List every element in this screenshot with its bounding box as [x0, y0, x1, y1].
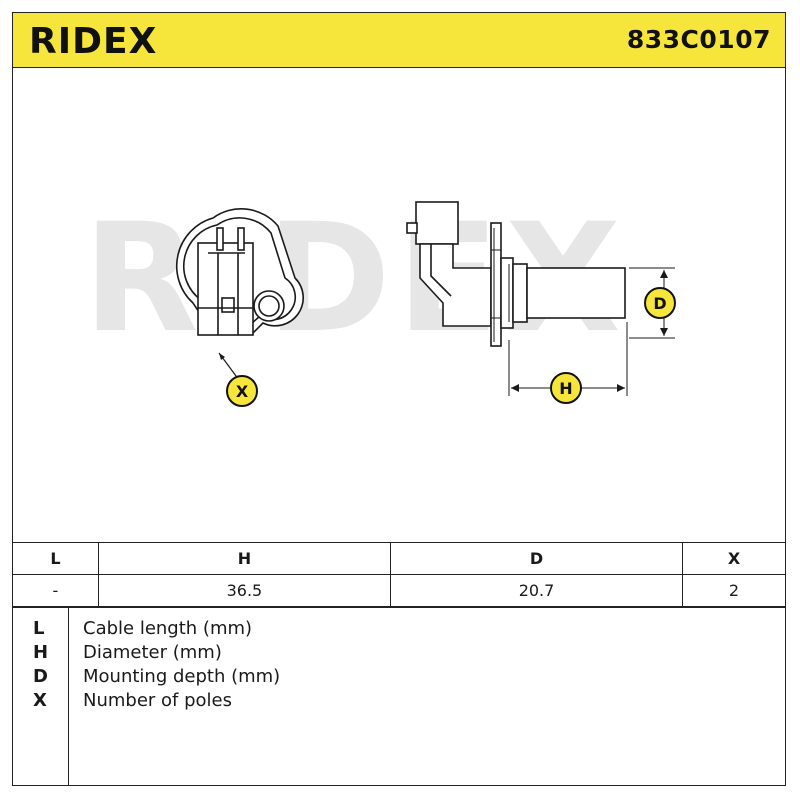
legend-divider — [68, 608, 69, 786]
legend-key: X — [33, 690, 47, 711]
dim-value-x: 2 — [682, 574, 785, 607]
part-number: 833C0107 — [626, 25, 771, 54]
header-bar: RIDEX 833C0107 — [13, 13, 785, 68]
dim-header-x: X — [682, 542, 785, 575]
brand-logo: RIDEX — [29, 21, 204, 63]
callout-d-label: D — [653, 294, 666, 313]
brand-logo-text: RIDEX — [29, 22, 157, 58]
dimensions-table: L H D X - 36.5 20.7 2 — [13, 542, 785, 607]
callout-x-label: X — [236, 382, 249, 401]
dim-value-l: - — [13, 574, 99, 607]
x-leader-arrow — [219, 353, 225, 360]
sensor-side-view — [406, 201, 626, 347]
callout-h-label: H — [559, 379, 572, 398]
dim-header-h: H — [97, 542, 391, 575]
sensor-front-view — [175, 208, 304, 336]
legend-desc: Number of poles — [83, 690, 232, 711]
dim-header-d: D — [389, 542, 684, 575]
dimension-h — [508, 322, 628, 396]
product-sheet: RIDEX 833C0107 RIDEX — [12, 12, 786, 786]
callout-x: X — [226, 375, 258, 407]
legend: L Cable length (mm) H Diameter (mm) D Mo… — [13, 607, 785, 786]
legend-desc: Mounting depth (mm) — [83, 666, 281, 687]
legend-key: L — [33, 618, 45, 639]
legend-key: D — [33, 666, 48, 687]
legend-desc: Diameter (mm) — [83, 642, 222, 663]
dim-value-d: 20.7 — [389, 574, 684, 607]
technical-drawing: RIDEX X — [13, 68, 785, 542]
dimensions-value-row: - 36.5 20.7 2 — [13, 574, 785, 607]
dim-header-l: L — [13, 542, 99, 575]
legend-desc: Cable length (mm) — [83, 618, 253, 639]
legend-key: H — [33, 642, 49, 663]
dimensions-header-row: L H D X — [13, 542, 785, 575]
callout-d: D — [644, 287, 676, 319]
dim-value-h: 36.5 — [97, 574, 391, 607]
callout-h: H — [550, 372, 582, 404]
